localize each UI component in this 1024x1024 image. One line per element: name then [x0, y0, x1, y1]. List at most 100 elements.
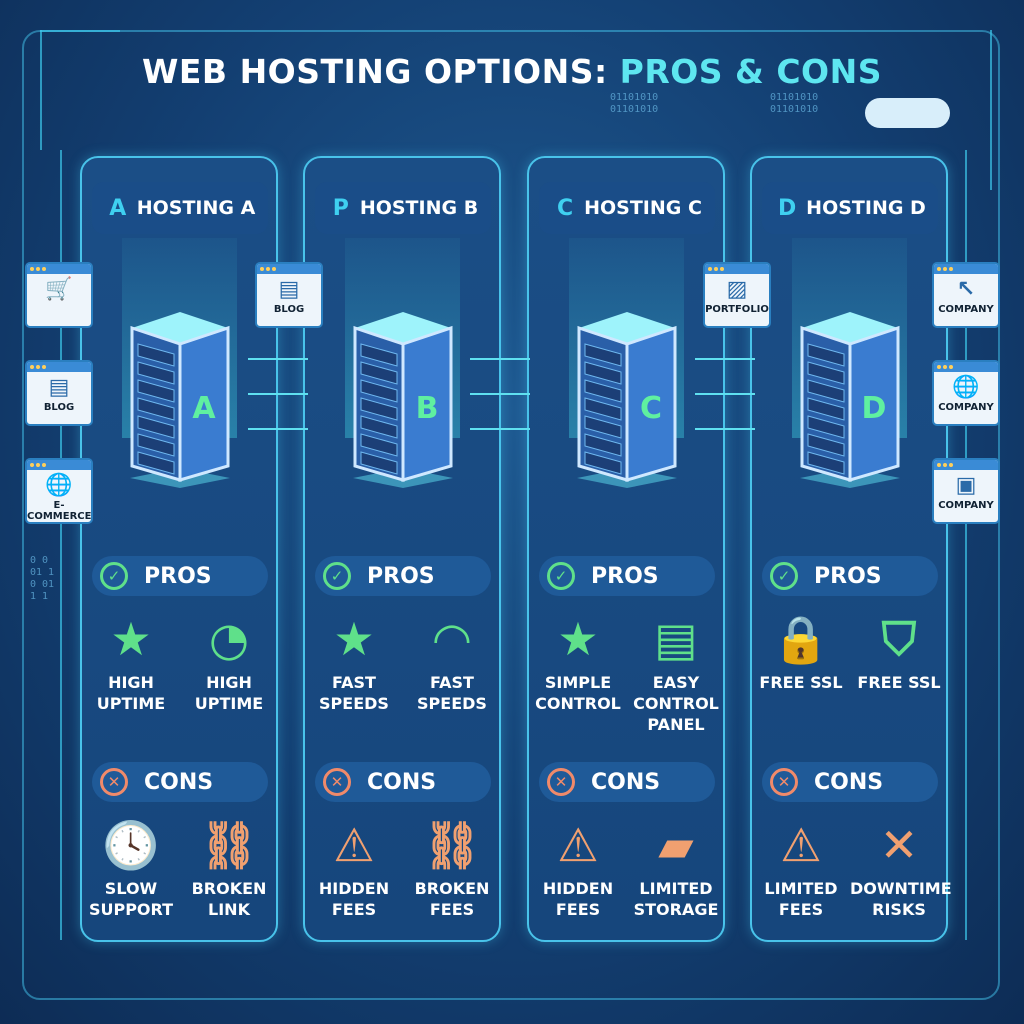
- cons-label: DOWNTIME RISKS: [850, 879, 952, 919]
- pros-item: ▤ EASY CONTROL PANEL: [627, 606, 725, 735]
- pros-label: EASY CONTROL PANEL: [633, 673, 719, 734]
- website-card: ▨ PORTFOLIO: [703, 262, 771, 328]
- connection-arrow: [470, 393, 530, 395]
- svg-text:B: B: [416, 391, 439, 426]
- pros-label: PROS: [367, 563, 435, 589]
- hosting-name: HOSTING D: [806, 197, 926, 219]
- binary-text: 01101010 01101010: [770, 92, 819, 115]
- title-main: WEB HOSTING OPTIONS:: [141, 52, 608, 91]
- server-rack-icon: D: [800, 312, 900, 488]
- warning-icon: ⚠: [780, 817, 822, 872]
- circuit-line: [40, 30, 120, 32]
- check-circle-icon: ✓: [100, 562, 128, 590]
- check-circle-icon: ✓: [770, 562, 798, 590]
- cons-item: ⚠ HIDDEN FEES: [529, 812, 627, 920]
- warning-icon: ⚠: [333, 817, 375, 872]
- website-card: ▤ BLOG: [255, 262, 323, 328]
- cons-item: ⛓ BROKEN LINK: [180, 812, 278, 920]
- x-circle-icon: ✕: [100, 768, 128, 796]
- pros-label: FREE SSL: [857, 673, 941, 692]
- pros-header: ✓PROS: [92, 556, 268, 596]
- hosting-logo-icon: A: [109, 195, 127, 221]
- circuit-line: [40, 30, 42, 150]
- cons-item: 🕓 SLOW SUPPORT: [82, 812, 180, 920]
- connection-arrow: [470, 358, 530, 360]
- folder-icon: ▰: [658, 817, 694, 872]
- cons-label: CONS: [814, 769, 884, 795]
- cons-label: BROKEN LINK: [191, 879, 267, 919]
- svg-text:D: D: [862, 391, 887, 426]
- star-icon: ★: [333, 611, 375, 666]
- pros-header: ✓ PROS: [315, 556, 491, 596]
- article-icon: ▤: [278, 277, 300, 302]
- pros-item: ★ HIGH UPTIME: [82, 606, 180, 714]
- pros-item: ★ FAST SPEEDS: [305, 606, 403, 714]
- connection-arrow: [248, 358, 308, 360]
- circuit-line: [60, 150, 62, 940]
- website-label: PORTFOLIO: [705, 304, 769, 315]
- cons-header: ✕CONS: [315, 762, 491, 802]
- pros-item: ★ SIMPLE CONTROL: [529, 606, 627, 714]
- pros-label: FREE SSL: [759, 673, 843, 692]
- warning-icon: ⚠: [557, 817, 599, 872]
- speedometer-icon: ◠: [434, 611, 470, 666]
- circuit-line: [965, 150, 967, 940]
- image-icon: ▨: [726, 277, 748, 302]
- website-card: ▣COMPANY: [932, 458, 1000, 524]
- server-rack-icon: C: [577, 312, 677, 488]
- website-label: BLOG: [273, 304, 305, 315]
- cons-item: ▰ LIMITED STORAGE: [627, 812, 725, 920]
- cons-label: LIMITED STORAGE: [633, 879, 719, 919]
- connection-arrow: [695, 393, 755, 395]
- lock-icon: 🔒: [772, 611, 830, 666]
- broken-link-icon: ⛓: [199, 817, 259, 872]
- connection-arrow: [248, 393, 308, 395]
- hosting-header: D HOSTING D: [762, 182, 938, 234]
- cons-label: BROKEN FEES: [414, 879, 490, 919]
- cons-label: HIDDEN FEES: [318, 879, 390, 919]
- star-icon: ★: [110, 611, 152, 666]
- check-circle-icon: ✓: [323, 562, 351, 590]
- connection-arrow: [695, 358, 755, 360]
- connection-arrow: [695, 428, 755, 430]
- website-card: 🌐COMPANY: [932, 360, 1000, 426]
- cons-label: LIMITED FEES: [764, 879, 838, 919]
- cons-label: CONS: [144, 769, 214, 795]
- cons-label: SLOW SUPPORT: [88, 879, 174, 919]
- globe-icon: 🌐: [45, 473, 73, 498]
- svg-text:C: C: [640, 391, 662, 426]
- cons-header: ✕ CONS: [92, 762, 268, 802]
- hosting-logo-icon: D: [778, 195, 797, 221]
- pros-header: ✓ PROS: [762, 556, 938, 596]
- cons-header: ✕CONS: [539, 762, 715, 802]
- pros-label: SIMPLE CONTROL: [535, 673, 621, 713]
- website-label: E-COMMERCE: [27, 500, 92, 522]
- website-card: 🌐E-COMMERCE: [25, 458, 93, 524]
- control-panel-icon: ▤: [654, 611, 698, 666]
- gauge-icon: ◔: [208, 611, 250, 666]
- svg-text:A: A: [192, 391, 216, 426]
- cart-icon: 🛒: [45, 277, 73, 302]
- pros-header: ✓PROS: [539, 556, 715, 596]
- cons-label: CONS: [367, 769, 437, 795]
- hosting-name: HOSTING B: [359, 197, 479, 219]
- server-rack-icon: A: [130, 312, 230, 488]
- pros-label: PROS: [814, 563, 882, 589]
- window-close-icon: ✕: [879, 817, 919, 872]
- server-rack-icon: B: [353, 312, 453, 488]
- cursor-icon: ↖: [956, 277, 976, 302]
- pros-label: HIGH UPTIME: [96, 673, 166, 713]
- website-card: 🛒: [25, 262, 93, 328]
- cons-item: ⚠ LIMITED FEES: [752, 812, 850, 920]
- cloud-icon: [865, 98, 950, 128]
- x-circle-icon: ✕: [547, 768, 575, 796]
- pros-label: PROS: [591, 563, 659, 589]
- binary-text: 0 0 01 1 0 01 1 1: [30, 555, 55, 602]
- star-icon: ★: [557, 611, 599, 666]
- website-label: COMPANY: [938, 304, 994, 315]
